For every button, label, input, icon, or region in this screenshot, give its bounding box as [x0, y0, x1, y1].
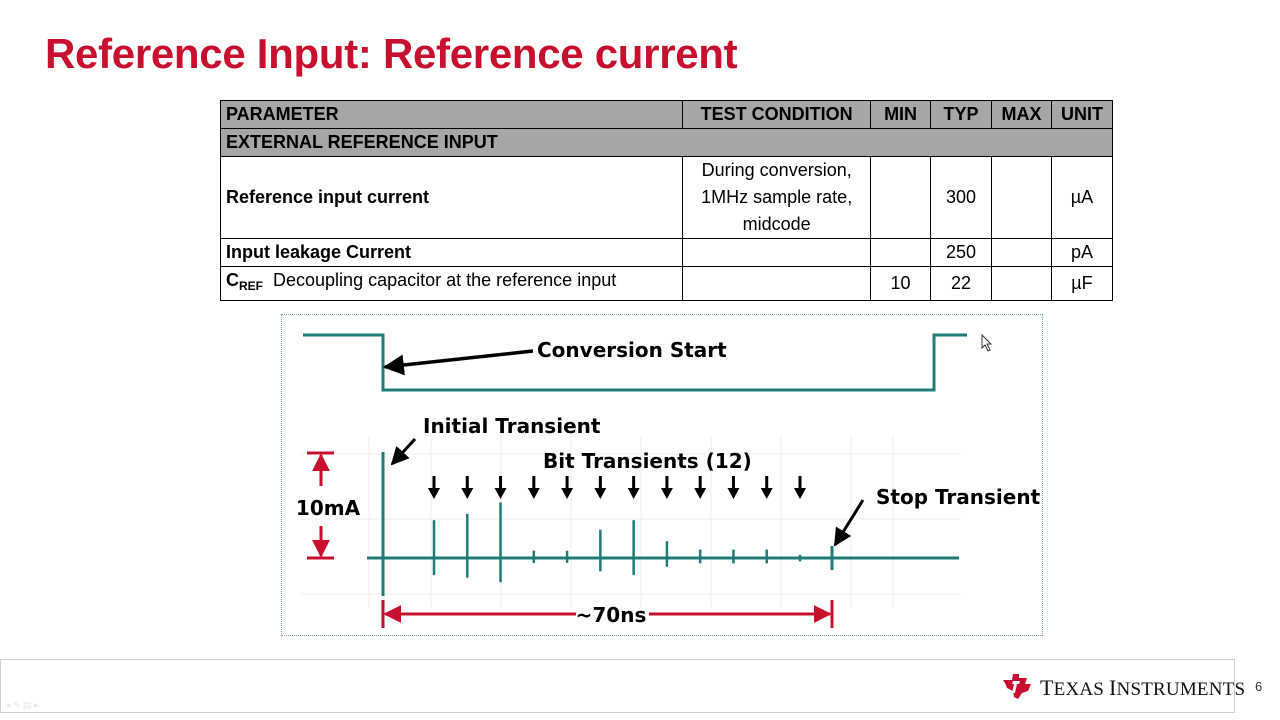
bit-transient-arrowhead-icon	[727, 488, 740, 499]
reference-current-diagram: Conversion Start Initial Transient Bit T…	[296, 333, 1041, 628]
condition-line: During conversion,	[701, 160, 852, 180]
cref-subscript: REF	[239, 279, 263, 293]
bit-transient-arrowhead-icon	[494, 488, 507, 499]
slide-title: Reference Input: Reference current	[45, 30, 738, 77]
row-parameter: Reference input current	[219, 156, 684, 239]
table-section-row: EXTERNAL REFERENCE INPUT	[220, 128, 1113, 157]
row-typ: 300	[930, 156, 992, 239]
cref-description: Decoupling capacitor at the reference in…	[273, 270, 617, 290]
stop-transient-label: Stop Transient	[876, 485, 1041, 509]
bit-transient-arrowhead-icon	[660, 488, 673, 499]
row-test-condition	[682, 266, 872, 301]
header-unit: UNIT	[1050, 100, 1114, 129]
table-row: Reference input current During conversio…	[219, 156, 1114, 239]
bit-transient-arrowhead-icon	[527, 488, 540, 499]
background-grid	[301, 436, 961, 608]
row-unit: µA	[1050, 156, 1114, 239]
row-min: 10	[870, 266, 932, 301]
diagram-frame	[281, 314, 1043, 636]
initial-transient-arrow	[390, 437, 417, 466]
header-typ: TYP	[930, 100, 992, 129]
duration-label: ~70ns	[576, 603, 647, 627]
bit-transient-arrowhead-icon	[594, 488, 607, 499]
header-test-condition: TEST CONDITION	[682, 100, 872, 129]
row-parameter: Input leakage Current	[219, 238, 684, 267]
bit-transient-arrowhead-icon	[428, 488, 440, 499]
bit-transient-arrowhead-icon	[627, 488, 640, 499]
row-parameter: CREF Decoupling capacitor at the referen…	[219, 266, 684, 301]
row-max	[991, 156, 1052, 239]
conversion-start-label: Conversion Start	[537, 338, 727, 362]
table-row: Input leakage Current 250 pA	[219, 238, 1114, 267]
bit-transient-arrowhead-icon	[760, 488, 773, 499]
row-max	[991, 238, 1052, 267]
row-typ: 22	[930, 266, 992, 301]
texas-instruments-logo-icon	[1003, 674, 1031, 699]
bit-transient-arrowhead-icon	[561, 488, 574, 499]
row-min	[870, 238, 932, 267]
texas-instruments-wordmark: TEXAS INSTRUMENTS	[1040, 675, 1246, 700]
row-unit: pA	[1050, 238, 1114, 267]
row-typ: 250	[930, 238, 992, 267]
mouse-cursor-icon	[981, 333, 993, 352]
bit-transient-arrowhead-icon	[694, 488, 707, 499]
header-min: MIN	[870, 100, 932, 129]
bit-transient-arrowhead-icon	[461, 488, 474, 499]
table-header-row: PARAMETER TEST CONDITION MIN TYP MAX UNI…	[219, 100, 1114, 129]
stop-transient-arrow	[833, 499, 865, 547]
bit-transients-group	[428, 476, 806, 583]
page-number: 6	[1255, 679, 1263, 694]
amplitude-label: 10mA	[296, 496, 361, 520]
conversion-start-arrow	[382, 349, 534, 376]
row-max	[991, 266, 1052, 301]
initial-transient-label: Initial Transient	[423, 414, 601, 438]
spec-table: PARAMETER TEST CONDITION MIN TYP MAX UNI…	[219, 100, 1114, 301]
row-min	[870, 156, 932, 239]
condition-line: 1MHz sample rate,	[701, 187, 853, 207]
row-unit: µF	[1050, 266, 1114, 301]
bit-transient-arrowhead-icon	[794, 488, 806, 499]
section-label: EXTERNAL REFERENCE INPUT	[220, 128, 1113, 157]
header-max: MAX	[991, 100, 1052, 129]
condition-line: midcode	[742, 214, 811, 234]
header-parameter: PARAMETER	[219, 100, 684, 129]
bit-transients-label: Bit Transients (12)	[543, 449, 752, 473]
table-row: CREF Decoupling capacitor at the referen…	[219, 266, 1114, 301]
row-test-condition	[682, 238, 872, 267]
slide-tools-icon[interactable]: ◂ ✎ ▤ ▸	[6, 700, 39, 710]
cref-symbol: C	[226, 270, 239, 290]
conversion-pulse-waveform	[303, 333, 967, 392]
row-test-condition: During conversion, 1MHz sample rate, mid…	[682, 156, 872, 239]
